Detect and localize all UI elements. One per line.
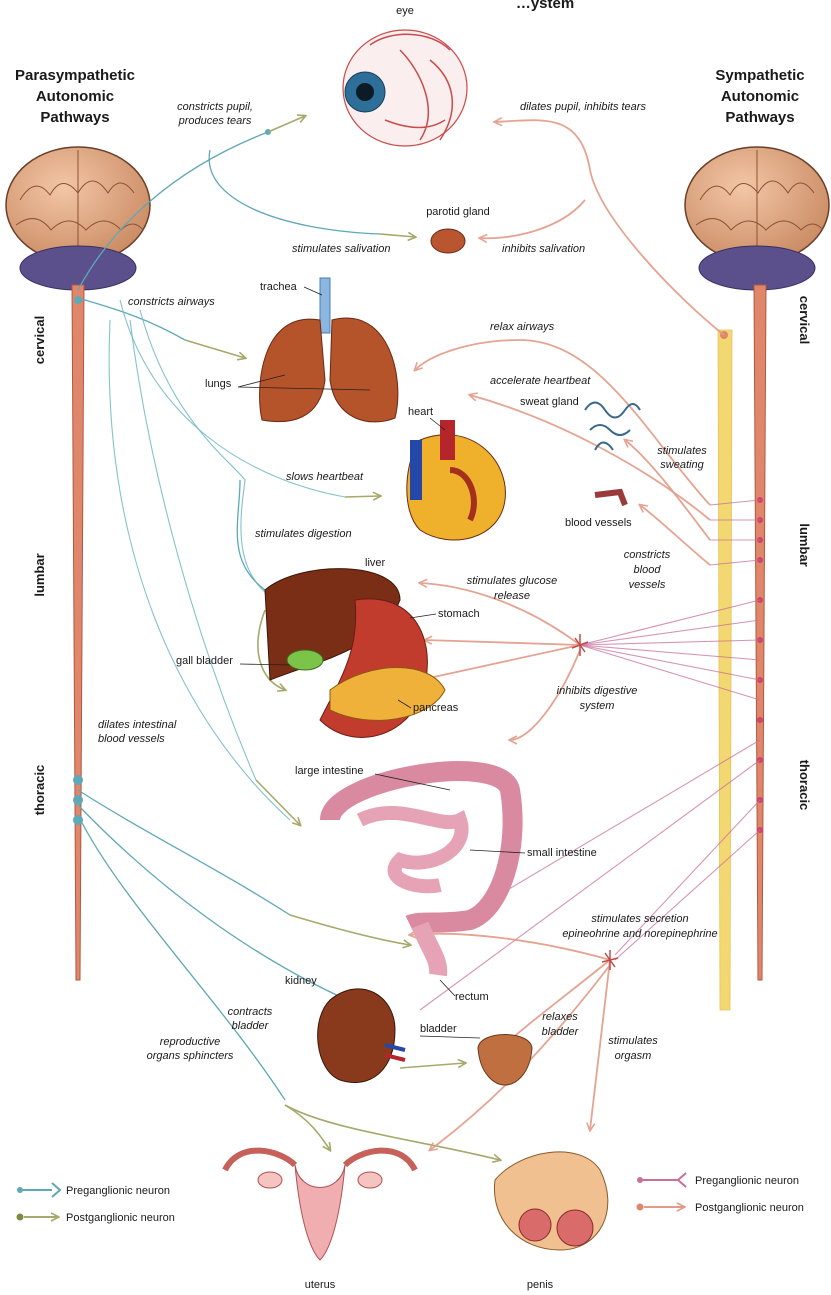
pancreas-label: pancreas [413,702,459,714]
symp-bladder-line1: relaxes [542,1011,578,1023]
para-intestinal-line2: blood vessels [98,733,165,745]
left-cervical-label: cervical [32,316,47,364]
para-pupil-line1: constricts pupil, [177,101,253,113]
symp-glucose-line2: release [494,590,530,602]
right-spinal-cord [754,285,766,980]
right-lumbar-label: lumbar [797,523,812,566]
uterus-label: uterus [305,1279,336,1291]
right-brain [685,147,829,290]
stomach-label: stomach [438,608,480,620]
small-intestine-label: small intestine [527,847,597,859]
eye-label: eye [396,5,414,17]
symp-glucose-line1: stimulates glucose [467,575,558,587]
symp-secretion-line2: epineohrine and norepinephrine [562,928,717,940]
symp-secretion-line1: stimulates secretion [591,913,688,925]
symp-sweating-line2: sweating [660,459,704,471]
heart-label: heart [408,406,433,418]
sweat-gland-label: sweat gland [520,396,579,408]
svg-text:Sympathetic: Sympathetic [715,67,804,84]
left-brain [6,147,150,290]
legend-sympathetic: Preganglionic neuron Postganglionic neur… [637,1173,804,1214]
penis-label: penis [527,1279,554,1291]
gall-bladder-label: gall bladder [176,655,233,667]
para-intestinal-line1: dilates intestinal [98,719,177,731]
symp-digestive-line2: system [580,700,615,712]
legend-left-post: Postganglionic neuron [66,1212,175,1224]
sympathetic-header: Sympathetic Autonomic Pathways [715,67,804,126]
large-intestine-label: large intestine [295,765,364,777]
symp-vessels-line1: constricts [624,549,671,561]
intestines-illustration [330,771,513,975]
legend-right-pre: Preganglionic neuron [695,1175,799,1187]
symp-bladder-line2: bladder [542,1026,580,1038]
title-fragment: …ystem [516,0,574,12]
para-reproductive-line1: reproductive [160,1036,221,1048]
para-airways: constricts airways [128,296,215,308]
kidney-label: kidney [285,975,317,987]
parotid-gland-label: parotid gland [426,206,490,218]
uterus-illustration [225,1151,415,1260]
liver-label: liver [365,557,386,569]
symp-digestive-line1: inhibits digestive [557,685,638,697]
sympathetic-chain [718,330,732,1010]
symp-vessels-line2: blood [634,564,662,576]
symp-orgasm-line2: orgasm [615,1050,652,1062]
symp-sweating-line1: stimulates [657,445,707,457]
svg-text:Parasympathetic: Parasympathetic [15,67,135,84]
svg-text:Pathways: Pathways [40,109,109,126]
parotid-gland-illustration [431,229,465,253]
lungs-illustration [260,278,398,422]
para-bladder-line2: bladder [232,1020,270,1032]
symp-orgasm-line1: stimulates [608,1035,658,1047]
bladder-illustration [478,1035,532,1086]
blood-vessels-label: blood vessels [565,517,632,529]
legend-left-pre: Preganglionic neuron [66,1185,170,1197]
para-reproductive-line2: organs sphincters [147,1050,234,1062]
eye-illustration [343,30,467,146]
para-salivation: stimulates salivation [292,243,390,255]
symp-airways: relax airways [490,321,555,333]
rectum-label: rectum [455,991,489,1003]
penis-illustration [494,1152,607,1250]
left-lumbar-label: lumbar [32,553,47,596]
right-cervical-label: cervical [797,296,812,344]
svg-text:Pathways: Pathways [725,109,794,126]
symp-vessels-line3: vessels [629,579,666,591]
para-digestion: stimulates digestion [255,528,352,540]
symp-heartbeat: accelerate heartbeat [490,375,591,387]
para-heartbeat: slows heartbeat [286,471,364,483]
trachea-label: trachea [260,281,298,293]
right-thoracic-label: thoracic [797,760,812,811]
svg-text:Autonomic: Autonomic [36,88,114,105]
legend-parasympathetic: Preganglionic neuron Postganglionic neur… [17,1183,175,1224]
left-thoracic-label: thoracic [32,765,47,816]
svg-text:Autonomic: Autonomic [721,88,799,105]
symp-pupil: dilates pupil, inhibits tears [520,101,646,113]
kidney-illustration [318,989,405,1083]
symp-salivation: inhibits salivation [502,243,585,255]
heart-illustration [407,420,506,540]
lungs-label: lungs [205,378,232,390]
blood-vessels-illustration [595,492,625,505]
legend-right-post: Postganglionic neuron [695,1202,804,1214]
left-spinal-cord [72,285,84,980]
para-pupil-line2: produces tears [178,115,252,127]
para-bladder-line1: contracts [228,1006,273,1018]
parasympathetic-header: Parasympathetic Autonomic Pathways [15,67,135,126]
bladder-label: bladder [420,1023,457,1035]
